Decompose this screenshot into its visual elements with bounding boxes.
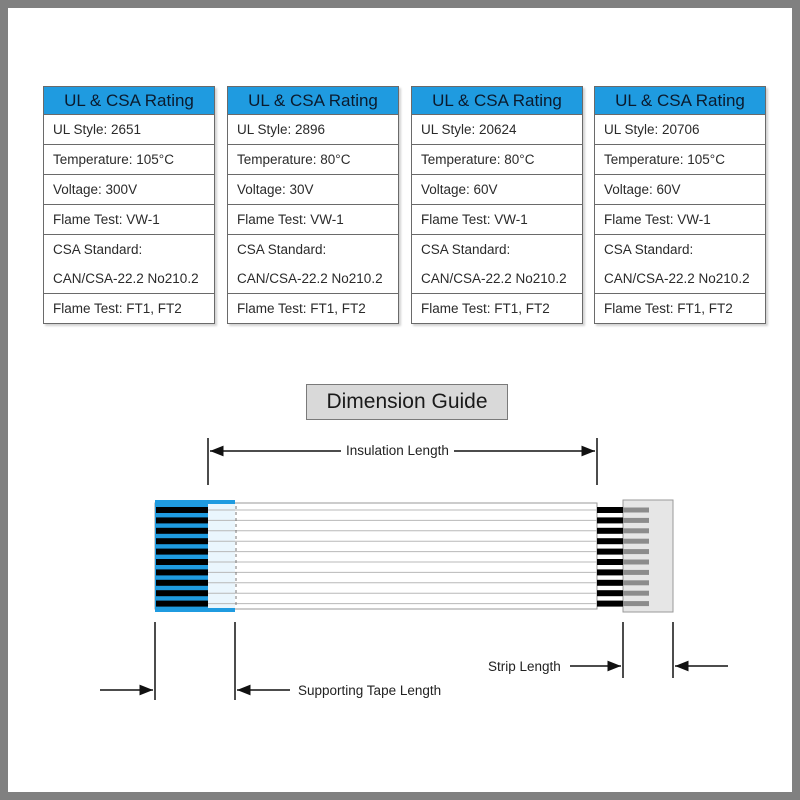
- csa-standard-label: CSA Standard:: [237, 242, 327, 257]
- csa-standard-value: CAN/CSA-22.2 No210.2: [237, 271, 383, 286]
- flame-test-ul: Flame Test: VW-1: [228, 205, 398, 235]
- temperature: Temperature: 80°C: [412, 145, 582, 175]
- ul-style: UL Style: 20706: [595, 115, 765, 145]
- voltage: Voltage: 30V: [228, 175, 398, 205]
- conductor-right-end: [597, 559, 623, 565]
- csa-standard: CSA Standard: CAN/CSA-22.2 No210.2: [44, 235, 214, 294]
- conductor-left-end: [156, 600, 208, 607]
- conductor-left-end: [156, 569, 208, 576]
- conductor-tinned-tip: [623, 549, 649, 555]
- conductor-left-end: [156, 590, 208, 597]
- conductor-tinned-tip: [623, 517, 649, 523]
- voltage: Voltage: 60V: [595, 175, 765, 205]
- conductor-right-end: [597, 569, 623, 576]
- conductor-right-end: [597, 517, 623, 524]
- conductor-right-end: [597, 579, 623, 586]
- csa-standard-label: CSA Standard:: [421, 242, 511, 257]
- rating-card-header: UL & CSA Rating: [44, 87, 214, 115]
- flame-test-csa: Flame Test: FT1, FT2: [53, 301, 182, 316]
- csa-standard: CSA Standard: CAN/CSA-22.2 No210.2: [228, 235, 398, 294]
- conductor-right-end: [597, 590, 623, 597]
- rating-card-2896: UL & CSA Rating UL Style: 2896 Temperatu…: [227, 86, 399, 324]
- flame-test-ul: Flame Test: VW-1: [412, 205, 582, 235]
- conductor-tinned-tip: [623, 538, 649, 544]
- conductor-tinned-tip: [623, 601, 649, 607]
- conductor-left-end: [156, 559, 208, 565]
- conductor-left-end: [156, 548, 208, 555]
- conductor-tinned-tip: [623, 559, 649, 565]
- supporting-tape-window: [208, 504, 235, 608]
- rating-card-2651: UL & CSA Rating UL Style: 2651 Temperatu…: [43, 86, 215, 324]
- conductor-right-end: [597, 600, 623, 607]
- flame-test-csa: Flame Test: FT1, FT2: [421, 301, 550, 316]
- rating-card-20624: UL & CSA Rating UL Style: 20624 Temperat…: [411, 86, 583, 324]
- csa-standard: CSA Standard: CAN/CSA-22.2 No210.2: [412, 235, 582, 294]
- csa-standard-value: CAN/CSA-22.2 No210.2: [53, 271, 199, 286]
- csa-standard-label: CSA Standard:: [604, 242, 694, 257]
- dimension-guide-title: Dimension Guide: [306, 384, 508, 420]
- conductor-left-end: [156, 527, 208, 534]
- conductor-left-end: [156, 538, 208, 545]
- flame-test-csa: Flame Test: FT1, FT2: [604, 301, 733, 316]
- conductor-right-end: [597, 507, 623, 513]
- ul-style: UL Style: 2896: [228, 115, 398, 145]
- supporting-tape-length-label: Supporting Tape Length: [298, 683, 442, 698]
- ul-style: UL Style: 20624: [412, 115, 582, 145]
- flame-test-ul: Flame Test: VW-1: [595, 205, 765, 235]
- csa-standard-value: CAN/CSA-22.2 No210.2: [604, 271, 750, 286]
- strip-length-label: Strip Length: [488, 659, 561, 674]
- csa-standard-value: CAN/CSA-22.2 No210.2: [421, 271, 567, 286]
- conductor-right-end: [597, 548, 623, 555]
- flame-test-ul: Flame Test: VW-1: [44, 205, 214, 235]
- temperature: Temperature: 80°C: [228, 145, 398, 175]
- conductor-right-end: [597, 538, 623, 545]
- conductor-tinned-tip: [623, 528, 649, 534]
- insulation-length-label: Insulation Length: [341, 443, 454, 458]
- conductors: [156, 507, 649, 607]
- csa-standard: CSA Standard: CAN/CSA-22.2 No210.2: [595, 235, 765, 294]
- rating-card-header: UL & CSA Rating: [412, 87, 582, 115]
- temperature: Temperature: 105°C: [595, 145, 765, 175]
- conductor-left-end: [156, 507, 208, 513]
- ul-style: UL Style: 2651: [44, 115, 214, 145]
- csa-standard-label: CSA Standard:: [53, 242, 143, 257]
- temperature: Temperature: 105°C: [44, 145, 214, 175]
- conductor-tinned-tip: [623, 580, 649, 586]
- conductor-tinned-tip: [623, 590, 649, 596]
- rating-card-20706: UL & CSA Rating UL Style: 20706 Temperat…: [594, 86, 766, 324]
- flame-test-csa: Flame Test: FT1, FT2: [237, 301, 366, 316]
- conductor-left-end: [156, 579, 208, 586]
- conductor-tinned-tip: [623, 569, 649, 575]
- conductor-tinned-tip: [623, 507, 649, 513]
- rating-card-header: UL & CSA Rating: [595, 87, 765, 115]
- voltage: Voltage: 300V: [44, 175, 214, 205]
- conductor-right-end: [597, 527, 623, 534]
- rating-card-header: UL & CSA Rating: [228, 87, 398, 115]
- voltage: Voltage: 60V: [412, 175, 582, 205]
- conductor-left-end: [156, 517, 208, 524]
